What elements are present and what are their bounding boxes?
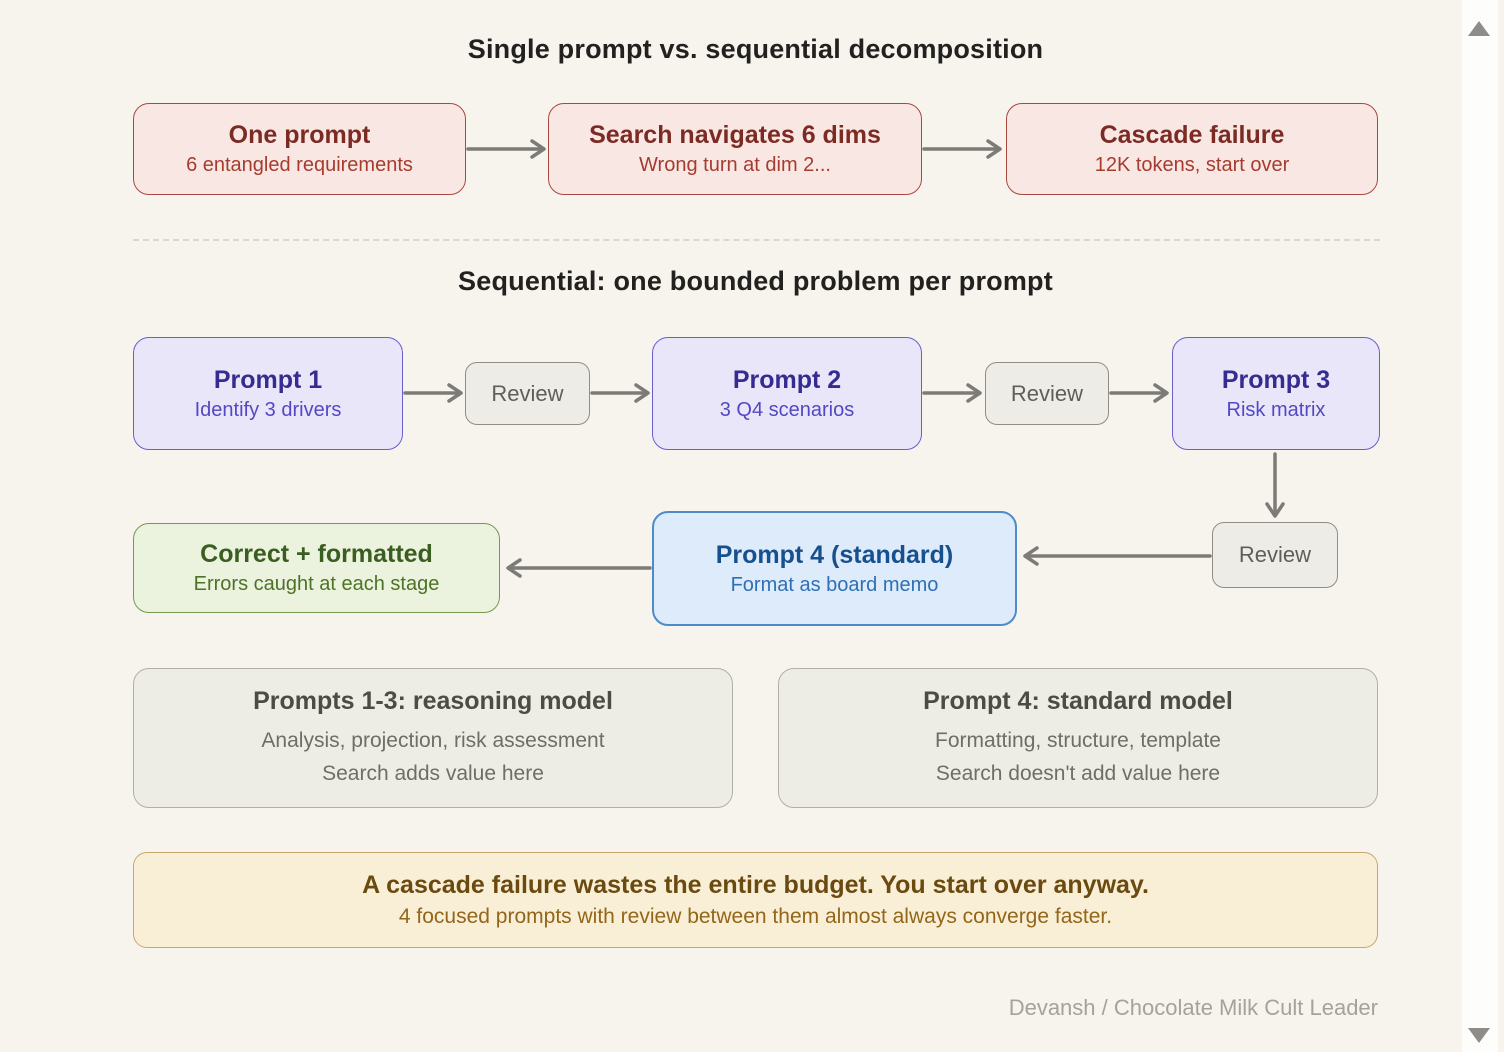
callout-title: A cascade failure wastes the entire budg… [362,870,1149,899]
arrow-prompt2-to-review [922,383,982,403]
scrollbar-track[interactable] [1462,0,1498,1052]
node-review-2-label: Review [1010,380,1084,406]
note-standard-model: Prompt 4: standard model Formatting, str… [778,668,1378,808]
node-review-3-label: Review [1238,542,1312,567]
footer-credit: Devansh / Chocolate Milk Cult Leader [1008,995,1378,1020]
scroll-up-icon[interactable] [1468,21,1490,36]
scroll-down-icon[interactable] [1468,1028,1490,1043]
section-divider [133,239,1380,241]
node-cascade-failure-title: Cascade failure [1099,121,1285,149]
node-prompt-1: Prompt 1 Identify 3 drivers [133,337,403,450]
arrow-review2-to-prompt3 [1109,383,1169,403]
node-review-2: Review [985,362,1109,425]
arrow-search-to-cascade [922,139,1002,159]
note-reasoning-model: Prompts 1-3: reasoning model Analysis, p… [133,668,733,808]
arrow-one-prompt-to-search [466,139,546,159]
node-correct-formatted-title: Correct + formatted [200,540,433,568]
node-prompt-3-subtitle: Risk matrix [1226,398,1326,421]
node-review-3: Review [1212,522,1338,588]
node-one-prompt-title: One prompt [228,121,371,149]
node-review-1: Review [465,362,590,425]
node-prompt-1-title: Prompt 1 [213,365,323,394]
node-prompt-3: Prompt 3 Risk matrix [1172,337,1380,450]
node-one-prompt-subtitle: 6 entangled requirements [186,154,413,176]
node-one-prompt: One prompt 6 entangled requirements [133,103,466,195]
node-prompt-2-subtitle: 3 Q4 scenarios [719,398,855,421]
note-reasoning-model-line2: Search adds value here [322,761,544,785]
node-prompt-2-title: Prompt 2 [732,365,842,394]
note-reasoning-model-line1: Analysis, projection, risk assessment [261,728,605,752]
node-review-1-label: Review [491,380,564,406]
node-prompt-2: Prompt 2 3 Q4 scenarios [652,337,922,450]
arrow-prompt4-to-result [506,558,652,578]
node-prompt-4: Prompt 4 (standard) Format as board memo [652,511,1017,626]
note-standard-model-title: Prompt 4: standard model [923,686,1233,715]
node-prompt-4-subtitle: Format as board memo [730,573,939,596]
node-correct-formatted: Correct + formatted Errors caught at eac… [133,523,500,613]
arrow-review1-to-prompt2 [590,383,650,403]
node-prompt-1-subtitle: Identify 3 drivers [194,398,342,421]
node-cascade-failure: Cascade failure 12K tokens, start over [1006,103,1378,195]
arrow-prompt1-to-review [403,383,463,403]
arrow-review3-to-prompt4 [1023,546,1212,566]
callout-banner: A cascade failure wastes the entire budg… [133,852,1378,948]
note-reasoning-model-title: Prompts 1-3: reasoning model [253,686,613,715]
section-title-single-prompt: Single prompt vs. sequential decompositi… [467,34,1044,64]
node-correct-formatted-subtitle: Errors caught at each stage [193,573,440,595]
section-title-sequential: Sequential: one bounded problem per prom… [458,266,1053,296]
node-search-navigates-subtitle: Wrong turn at dim 2... [639,154,831,176]
node-search-navigates: Search navigates 6 dims Wrong turn at di… [548,103,922,195]
callout-subtitle: 4 focused prompts with review between th… [398,904,1113,928]
node-cascade-failure-subtitle: 12K tokens, start over [1094,154,1290,176]
note-standard-model-line1: Formatting, structure, template [935,728,1221,752]
arrow-prompt3-down-to-review [1265,452,1285,518]
node-prompt-3-title: Prompt 3 [1221,365,1331,394]
note-standard-model-line2: Search doesn't add value here [935,761,1221,785]
node-prompt-4-title: Prompt 4 (standard) [715,540,954,569]
node-search-navigates-title: Search navigates 6 dims [589,121,881,149]
